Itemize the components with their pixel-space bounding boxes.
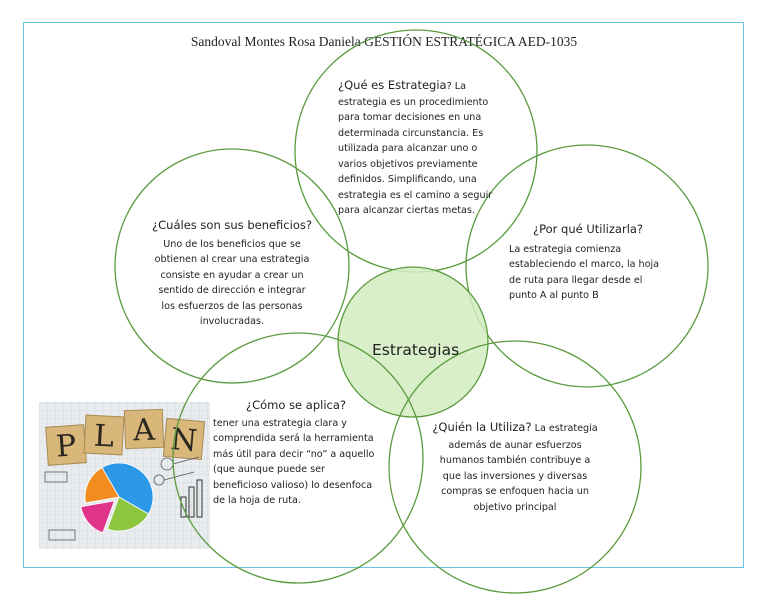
body-line: varios objetivos previamente [338, 158, 478, 170]
plan-tile-letter: A [132, 413, 156, 449]
body-line: los esfuerzos de las personas [161, 300, 303, 312]
body-line: (que aunque puede ser [213, 464, 325, 475]
body-line: de la hoja de ruta. [213, 495, 301, 506]
sketch-lines [44, 456, 200, 541]
body-line: de ruta para llegar desde el [509, 274, 643, 286]
body-line: La estrategia comienza [509, 243, 622, 255]
body-line: sentido de dirección e integrar [158, 285, 306, 296]
section-quien: ¿Quién la Utiliza? La estrategia además … [425, 420, 605, 515]
plan-tile-letter: P [55, 428, 78, 464]
section-que-body: estrategia es un procedimiento para tomar… [338, 95, 498, 219]
section-aplica-heading: ¿Cómo se aplica? [246, 398, 346, 412]
body-line: involucradas. [199, 316, 265, 327]
section-quien-heading: ¿Quién la Utiliza? [432, 420, 532, 434]
section-aplica-body: tener una estrategia clara y comprendida … [213, 416, 403, 509]
body-line: además de aunar esfuerzos [448, 439, 582, 451]
section-porque: ¿Por qué Utilizarla? La estrategia comie… [509, 222, 679, 304]
body-line: para alcanzar ciertas metas. [338, 205, 475, 216]
center-label: Estrategias [372, 341, 460, 359]
body-line: Uno de los beneficios que se [163, 238, 301, 250]
section-beneficios-body: Uno de los beneficios que se obtienen al … [140, 237, 324, 330]
bar-sketch [180, 479, 203, 518]
circle-porque [465, 144, 709, 388]
section-que-heading-suffix: ? La [446, 81, 466, 92]
body-line: objetivo principal [473, 501, 557, 513]
section-beneficios-heading: ¿Cuáles son sus beneficios? [152, 218, 312, 232]
body-line: compras se enfoquen hacia un [441, 486, 589, 497]
body-line: que las inversiones y diversas [442, 470, 588, 482]
circle-quien [388, 340, 642, 594]
section-porque-body: La estrategia comienza estableciendo el m… [509, 242, 679, 304]
pie-slice [80, 500, 116, 534]
body-line: consiste en ayudar a crear un [160, 269, 304, 281]
section-aplica: ¿Cómo se aplica? tener una estrategia cl… [213, 398, 403, 509]
section-porque-heading: ¿Por qué Utilizarla? [533, 222, 644, 236]
pie-slice [106, 496, 149, 532]
body-line: para tomar decisiones en una [338, 112, 482, 123]
plan-tile: A [123, 408, 165, 450]
section-beneficios: ¿Cuáles son sus beneficios? Uno de los b… [140, 218, 324, 330]
page-title: Sandoval Montes Rosa Daniela GESTIÓN EST… [190, 34, 578, 49]
plan-tile: L [83, 414, 125, 456]
body-line: humanos también contribuye a [439, 455, 591, 466]
pie-slice [101, 462, 154, 515]
body-line: estrategia es un procedimiento [338, 96, 489, 108]
body-line: determinada circunstancia. Es [338, 127, 484, 139]
circle-aplica [172, 332, 424, 584]
body-line: estableciendo el marco, la hoja [509, 259, 660, 270]
body-line: utilizada para alcanzar uno o [338, 143, 478, 154]
body-line: obtienen al crear una estrategia [154, 254, 310, 265]
section-quien-body: además de aunar esfuerzos humanos también… [425, 438, 605, 516]
circle-beneficios [114, 148, 350, 384]
body-line: tener una estrategia clara y [213, 417, 347, 429]
body-line: estrategia es el camino a seguir [338, 189, 493, 201]
body-line: beneficioso valioso) lo desenfoca [213, 479, 373, 491]
body-line: punto A al punto B [509, 290, 599, 301]
section-que: ¿Qué es Estrategia? La estrategia es un … [338, 78, 498, 219]
section-que-heading: ¿Qué es Estrategia [338, 78, 447, 92]
plan-tile-letter: L [93, 419, 115, 455]
circle-center [337, 266, 489, 418]
body-line: definidos. Simplificando, una [338, 174, 477, 185]
body-line: comprendida será la herramienta [213, 433, 374, 444]
body-line: más útil para decir “no” a aquello [213, 448, 375, 460]
section-quien-heading-suffix: La estrategia [531, 423, 598, 434]
pie-slice [84, 467, 120, 504]
page-frame [23, 22, 744, 568]
